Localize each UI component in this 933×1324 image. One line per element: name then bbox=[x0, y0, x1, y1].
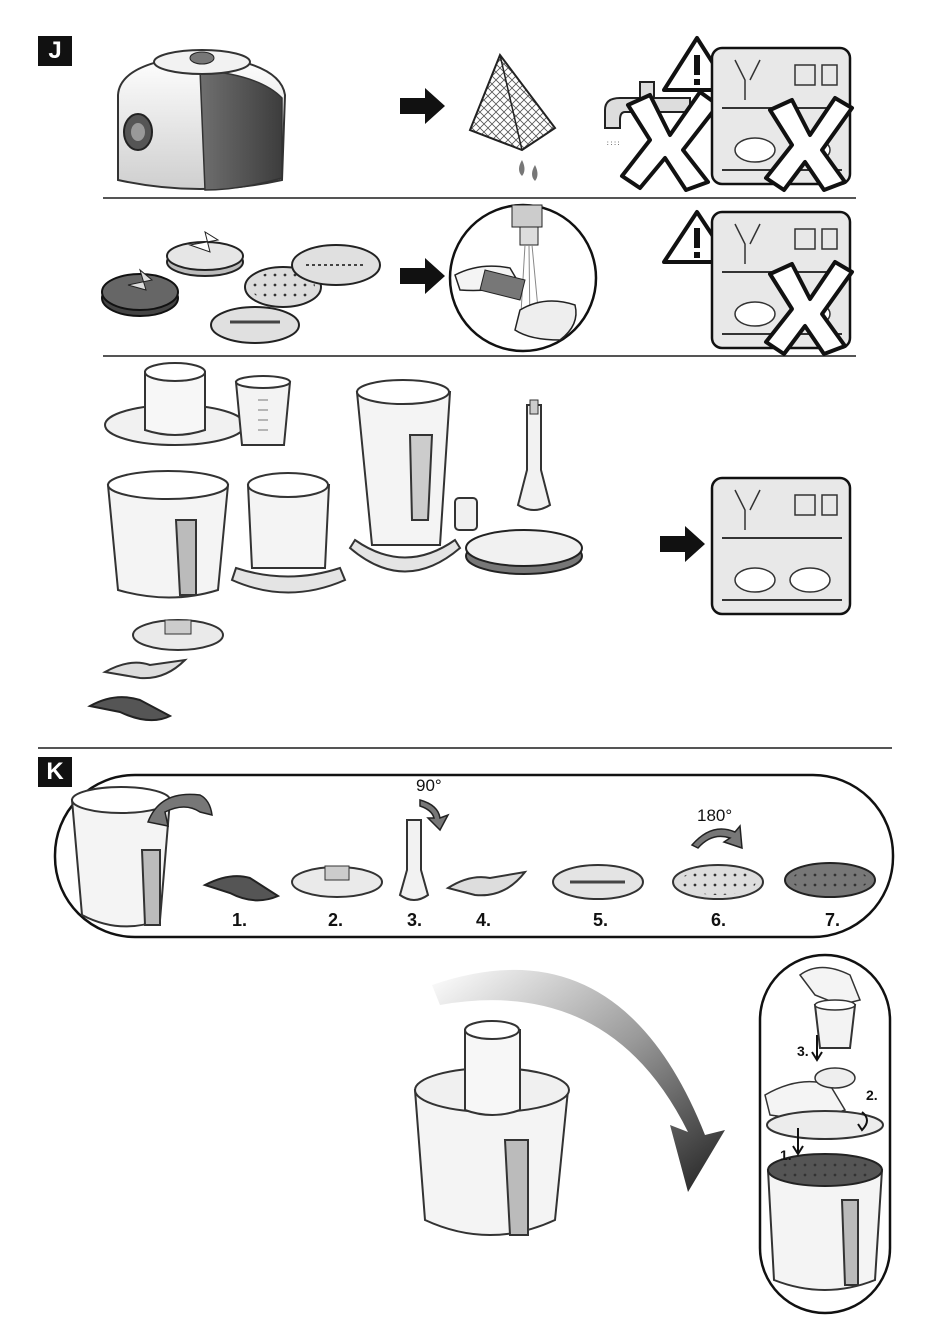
step-label-3: 3. bbox=[407, 910, 422, 931]
step-label-1: 1. bbox=[232, 910, 247, 931]
blade-attachments-icon bbox=[102, 232, 380, 343]
dishwasher-icon bbox=[712, 478, 850, 614]
step-label-5: 5. bbox=[593, 910, 608, 931]
rotation-label-90: 90° bbox=[416, 776, 442, 796]
assembled-processor-icon bbox=[415, 1021, 569, 1235]
arrow-right-icon bbox=[400, 258, 445, 294]
step-label-4: 4. bbox=[476, 910, 491, 931]
step-label-7: 7. bbox=[825, 910, 840, 931]
arrow-right-icon bbox=[400, 88, 445, 124]
svg-text:::::: :::: bbox=[606, 140, 620, 147]
rotation-label-180: 180° bbox=[697, 806, 732, 826]
arrow-right-icon bbox=[660, 526, 705, 562]
assembly-step-1: 1. bbox=[780, 1147, 792, 1163]
brush-rinse-icon bbox=[450, 205, 596, 351]
damp-cloth-icon bbox=[470, 55, 555, 181]
base-unit-icon bbox=[118, 50, 285, 190]
step-label-2: 2. bbox=[328, 910, 343, 931]
assembly-step-3: 3. bbox=[797, 1043, 809, 1059]
step-label-6: 6. bbox=[711, 910, 726, 931]
assembly-step-2: 2. bbox=[866, 1087, 878, 1103]
dishwasher-safe-parts-icon bbox=[90, 363, 582, 720]
